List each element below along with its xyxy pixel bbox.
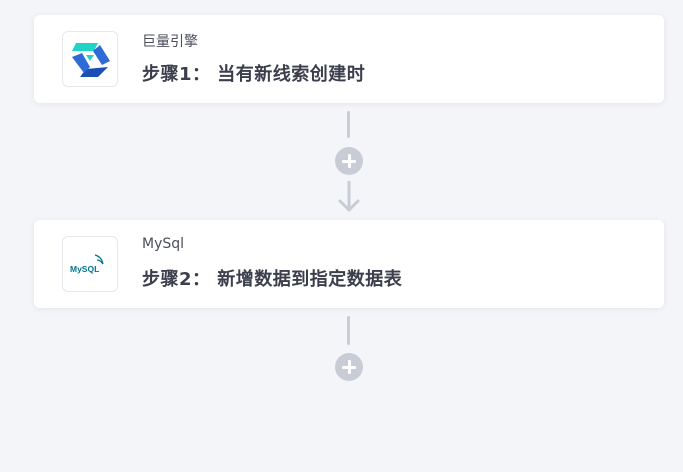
connector-line <box>347 111 350 138</box>
svg-text:MySQL: MySQL <box>70 264 99 274</box>
connector-line <box>347 316 350 345</box>
step-title: 步骤1： 当有新线索创建时 <box>142 64 366 85</box>
step-card-1[interactable]: 巨量引擎 步骤1： 当有新线索创建时 <box>34 15 664 103</box>
step-title: 步骤2： 新增数据到指定数据表 <box>142 269 403 290</box>
mysql-logo-icon: MySQL <box>62 236 118 292</box>
step-app-name: MySql <box>142 236 185 252</box>
add-step-plus-icon[interactable] <box>335 353 363 381</box>
ocean-engine-logo-icon <box>62 31 118 87</box>
step-app-name: 巨量引擎 <box>142 34 198 50</box>
step-card-2[interactable]: MySQL MySql 步骤2： 新增数据到指定数据表 <box>34 220 664 308</box>
down-arrow-icon <box>338 181 360 212</box>
add-step-plus-icon[interactable] <box>335 147 363 175</box>
